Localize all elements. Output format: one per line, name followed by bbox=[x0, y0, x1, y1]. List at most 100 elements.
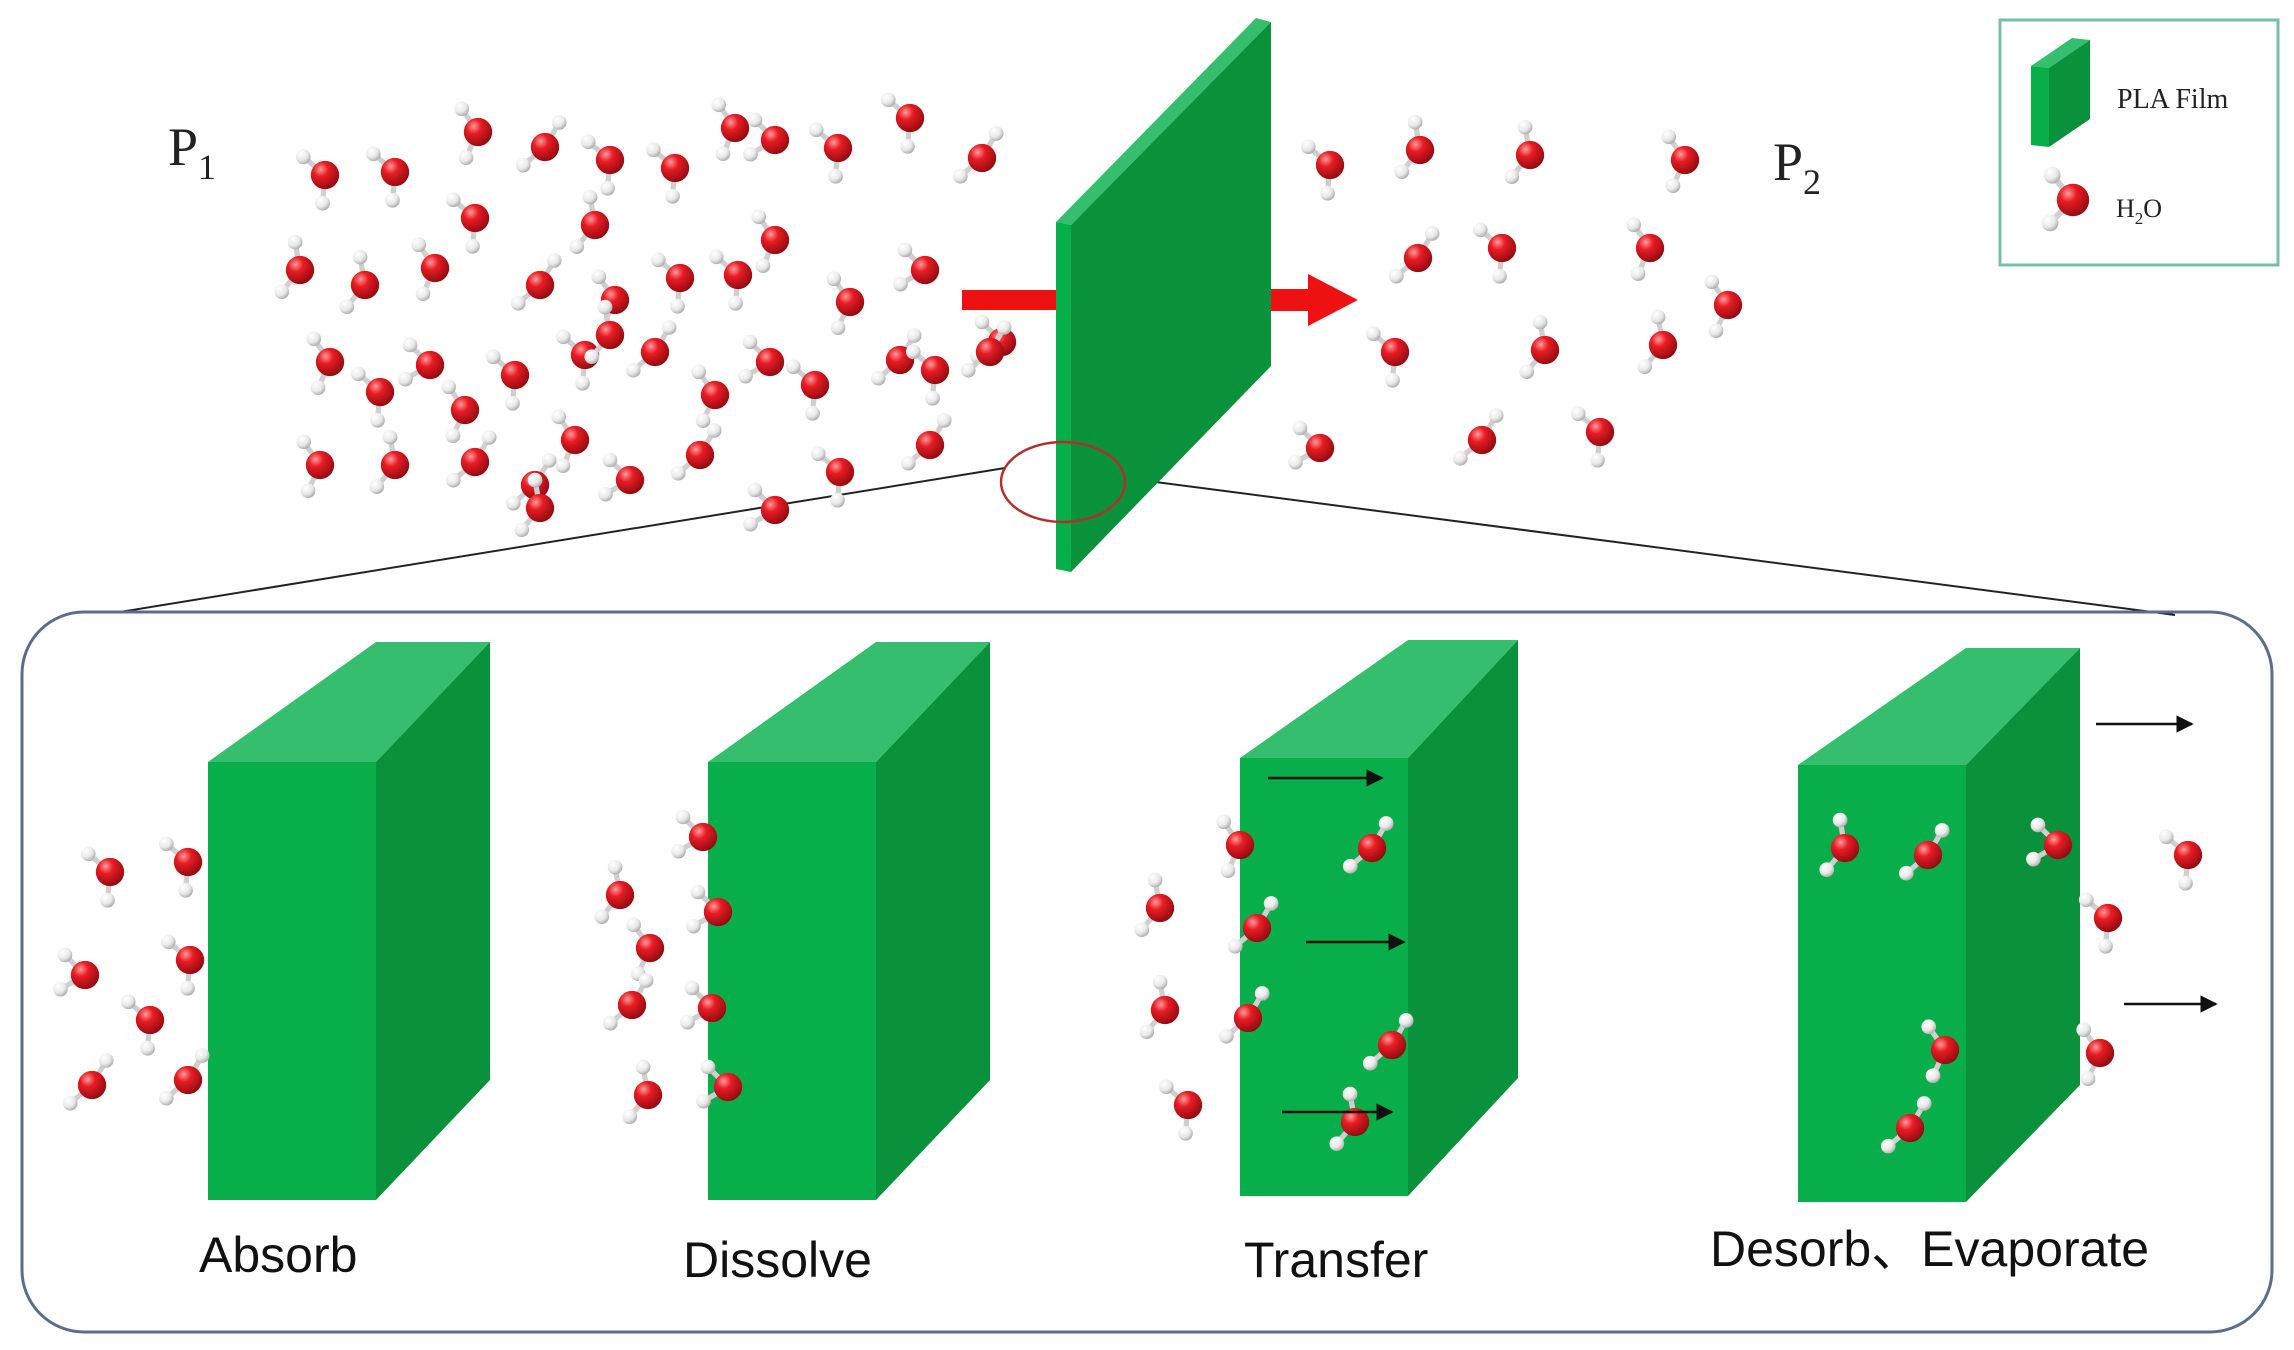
h2o-molecule-icon bbox=[62, 1053, 114, 1111]
stage-film-desorb bbox=[1798, 648, 2080, 1202]
h2o-molecule-icon bbox=[1227, 896, 1279, 954]
stage-label-absorb: Absorb bbox=[199, 1227, 357, 1283]
h2o-molecule-icon bbox=[569, 189, 610, 255]
zoom-line-right bbox=[1124, 477, 2176, 616]
h2o-molecule-icon bbox=[671, 809, 718, 859]
h2o-molecule-icon bbox=[1819, 812, 1860, 878]
legend-h2o-molecule-icon bbox=[2041, 166, 2090, 232]
h2o-molecule-icon bbox=[2076, 1022, 2115, 1087]
h2o-molecule-icon bbox=[743, 112, 790, 162]
stages-panel bbox=[20, 610, 2274, 1334]
h2o-molecule-icon bbox=[1139, 974, 1180, 1040]
h2o-molecule-icon bbox=[602, 973, 654, 1031]
h2o-molecule-icon bbox=[870, 328, 922, 386]
h2o-molecule-icon bbox=[905, 344, 950, 406]
h2o-molecule-icon bbox=[670, 423, 722, 481]
h2o-molecule-icon bbox=[650, 252, 695, 314]
stage-film-absorb bbox=[208, 642, 490, 1200]
h2o-molecule-icon bbox=[1300, 139, 1345, 201]
h2o-molecule-icon bbox=[584, 299, 625, 365]
zoom-line-left bbox=[119, 467, 1006, 613]
h2o-molecule-icon bbox=[1921, 1019, 1960, 1084]
stage-label-desorb-evaporate: Desorb、Evaporate bbox=[1710, 1221, 2149, 1277]
h2o-molecule-icon bbox=[2026, 817, 2073, 867]
h2o-molecule-icon bbox=[445, 192, 490, 254]
h2o-molecule-icon bbox=[1365, 326, 1410, 388]
legend: PLA Film H2O bbox=[1998, 18, 2280, 267]
h2o-molecule-icon bbox=[645, 142, 690, 204]
p1-subscript: 1 bbox=[198, 147, 216, 187]
legend-water-label: H2O bbox=[2116, 194, 2162, 228]
flow-arrow-in bbox=[962, 290, 1058, 310]
h2o-molecule-icon bbox=[711, 97, 750, 162]
h2o-molecule-icon bbox=[1704, 274, 1743, 339]
h2o-molecule-icon bbox=[350, 366, 395, 428]
h2o-molecule-icon bbox=[510, 253, 562, 311]
h2o-molecule-icon bbox=[1637, 309, 1678, 375]
h2o-molecule-icon bbox=[306, 331, 345, 396]
h2o-molecule-icon bbox=[680, 980, 727, 1030]
h2o-molecule-icon bbox=[785, 359, 830, 421]
h2o-molecule-icon bbox=[900, 413, 952, 471]
h2o-molecule-icon bbox=[551, 409, 590, 474]
h2o-molecule-icon bbox=[1880, 1096, 1932, 1154]
h2o-molecule-icon bbox=[1362, 1013, 1414, 1071]
pressure-label-p2: P2 bbox=[1773, 132, 1821, 202]
h2o-molecule-icon bbox=[1519, 314, 1560, 380]
h2o-molecule-icon bbox=[295, 149, 340, 211]
pressure-label-p1: P1 bbox=[168, 117, 216, 187]
h2o-molecule-icon bbox=[1218, 986, 1270, 1044]
h2o-molecule-icon bbox=[1661, 129, 1700, 194]
h2o-molecule-icon bbox=[893, 242, 940, 292]
h2o-molecule-icon bbox=[1452, 408, 1504, 466]
stage-film-dissolve bbox=[708, 642, 990, 1200]
stage-label-transfer: Transfer bbox=[1244, 1232, 1428, 1288]
h2o-molecule-icon bbox=[454, 101, 493, 166]
pla-film-icon bbox=[1056, 18, 1271, 572]
h2o-molecule-icon bbox=[365, 146, 410, 208]
h2o-molecule-icon bbox=[625, 320, 677, 378]
h2o-molecule-icon bbox=[120, 994, 165, 1056]
h2o-molecule-icon bbox=[160, 934, 205, 996]
h2o-molecule-icon bbox=[1158, 1079, 1203, 1141]
h2o-molecule-icon bbox=[810, 446, 855, 508]
h2o-molecule-icon bbox=[1342, 816, 1394, 874]
h2o-molecule-icon bbox=[1288, 420, 1335, 470]
h2o-molecule-icon bbox=[445, 430, 497, 488]
h2o-molecule-icon bbox=[708, 249, 753, 311]
p2-subscript: 2 bbox=[1803, 162, 1821, 202]
h2o-molecule-icon bbox=[411, 237, 450, 302]
h2o-molecule-icon bbox=[296, 434, 335, 499]
h2o-molecule-icon bbox=[80, 846, 125, 908]
h2o-molecule-icon bbox=[738, 334, 785, 384]
h2o-molecule-icon bbox=[274, 234, 315, 300]
h2o-molecule-icon bbox=[686, 884, 733, 934]
stage-film-transfer bbox=[1240, 640, 1518, 1196]
h2o-molecule-icon bbox=[398, 337, 445, 387]
h2o-molecule-icon bbox=[514, 472, 555, 538]
h2o-molecule-icon bbox=[1570, 406, 1615, 468]
h2o-molecule-icon bbox=[580, 134, 625, 196]
h2o-molecule-icon bbox=[691, 364, 730, 429]
h2o-molecule-icon bbox=[369, 429, 410, 495]
h2o-molecule-icon bbox=[441, 379, 480, 444]
h2o-molecule-icon bbox=[696, 1059, 743, 1109]
h2o-molecule-icon bbox=[952, 126, 1004, 184]
h2o-molecule-icon bbox=[158, 836, 203, 898]
h2o-molecule-icon bbox=[598, 452, 645, 502]
h2o-molecule-icon bbox=[2041, 166, 2090, 232]
h2o-molecule-icon bbox=[808, 122, 853, 184]
water-molecules bbox=[53, 92, 2203, 1154]
h2o-molecule-icon bbox=[751, 209, 790, 274]
h2o-molecule-icon bbox=[1134, 872, 1175, 938]
h2o-molecule-icon bbox=[339, 249, 380, 315]
h2o-molecule-icon bbox=[2078, 892, 2123, 954]
h2o-molecule-icon bbox=[1626, 217, 1665, 282]
h2o-molecule-icon bbox=[1329, 1086, 1370, 1152]
zoom-circle bbox=[999, 440, 1127, 524]
h2o-molecule-icon bbox=[594, 859, 635, 925]
h2o-molecule-icon bbox=[743, 482, 790, 532]
h2o-molecule-icon bbox=[826, 271, 865, 336]
